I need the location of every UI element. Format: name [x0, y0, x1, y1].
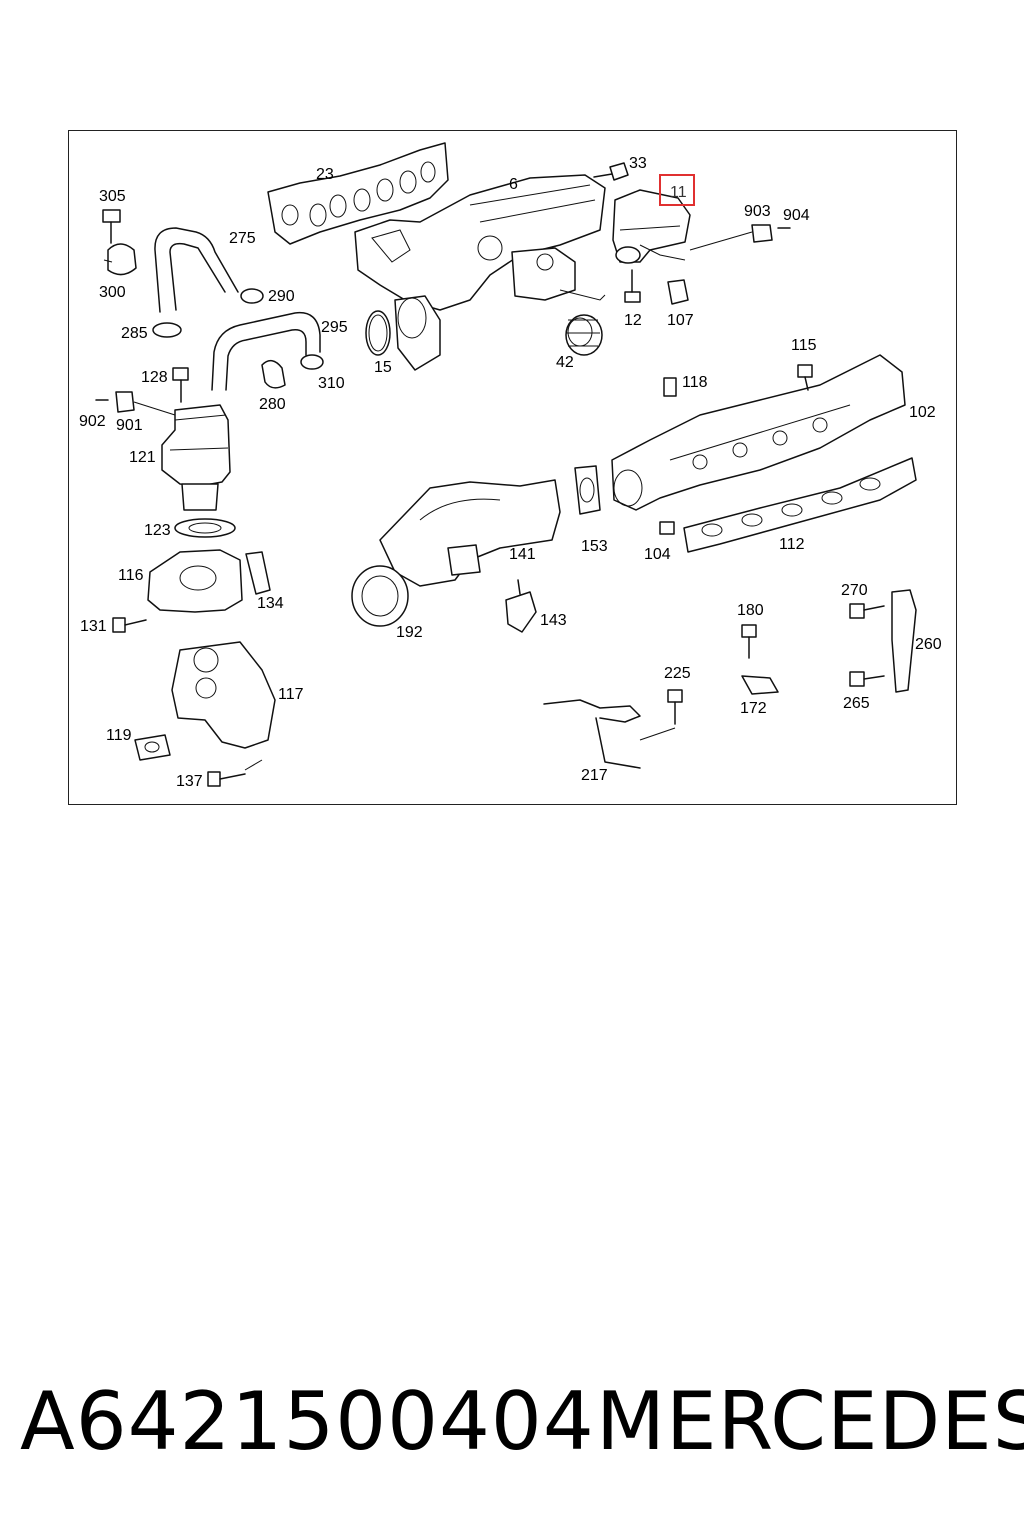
callout-131: 131	[80, 618, 107, 635]
callout-180: 180	[737, 602, 764, 619]
callout-128: 128	[141, 369, 168, 386]
part-290-clamp	[240, 288, 264, 304]
part-310-clamp	[300, 354, 324, 370]
part-143-sensor	[505, 579, 537, 633]
part-295-hose	[211, 311, 321, 391]
callout-141: 141	[509, 546, 536, 563]
callout-217: 217	[581, 767, 608, 784]
callout-275: 275	[229, 230, 256, 247]
callout-902: 902	[79, 413, 106, 430]
callout-270: 270	[841, 582, 868, 599]
part-305-bolt	[102, 209, 121, 244]
callout-123: 123	[144, 522, 171, 539]
callout-118: 118	[682, 374, 708, 391]
part-131-bolt	[112, 617, 147, 633]
callout-300: 300	[99, 284, 126, 301]
callout-137: 137	[176, 773, 203, 790]
highlight-label: 11	[670, 184, 687, 201]
callout-121: 121	[129, 449, 156, 466]
part-285-clamp	[152, 322, 182, 338]
callout-107: 107	[667, 312, 694, 329]
part-270-bolt	[849, 603, 885, 619]
callout-903: 903	[744, 203, 771, 220]
callout-310: 310	[318, 375, 345, 392]
callout-119: 119	[106, 727, 132, 744]
part-42-boot	[565, 314, 603, 356]
part-121-egr-valve	[161, 404, 231, 511]
part-23-gasket	[267, 142, 449, 245]
part-260-bracket	[891, 589, 917, 693]
callout-117: 117	[278, 686, 304, 703]
part-123-gasket	[174, 518, 236, 538]
part-192-gasket	[351, 565, 409, 627]
part-116-housing	[147, 549, 243, 613]
part-104-nut	[659, 521, 675, 535]
brand-name: MERCEDES	[596, 1375, 1024, 1468]
part-115-bolt	[797, 364, 813, 391]
callout-260: 260	[915, 636, 942, 653]
part-265-bolt	[849, 671, 885, 687]
part-6-manifold	[354, 174, 606, 371]
callout-192: 192	[396, 624, 423, 641]
callout-285: 285	[121, 325, 148, 342]
part-300-clamp	[103, 243, 137, 276]
part-15-oring	[365, 310, 391, 356]
callout-265: 265	[843, 695, 870, 712]
part-180-bolt	[741, 624, 757, 659]
part-119-gasket	[134, 734, 171, 761]
footer-caption: A6421500404 MERCEDES	[20, 1372, 1024, 1472]
callout-102: 102	[909, 404, 936, 421]
callout-305: 305	[99, 188, 126, 205]
part-225-bolt	[667, 689, 683, 725]
callout-42: 42	[556, 354, 574, 371]
part-112-gasket	[683, 457, 917, 553]
part-134-gasket	[245, 551, 271, 595]
part-901-connector	[95, 391, 176, 416]
part-102-manifold	[611, 354, 906, 511]
part-137-bolt	[207, 759, 263, 787]
callout-6: 6	[509, 176, 518, 193]
part-903-connector	[689, 224, 791, 251]
part-128-bolt	[172, 367, 189, 403]
callout-112: 112	[779, 536, 805, 553]
diagram-frame	[68, 130, 957, 805]
callout-33: 33	[629, 155, 647, 172]
callout-134: 134	[257, 595, 284, 612]
callout-153: 153	[581, 538, 608, 555]
part-12-bolt	[624, 269, 641, 303]
part-118-label	[663, 377, 677, 397]
callout-295: 295	[321, 319, 348, 336]
callout-280: 280	[259, 396, 286, 413]
part-280-bracket	[261, 359, 286, 389]
callout-23: 23	[316, 166, 334, 183]
part-number: A6421500404	[20, 1375, 595, 1468]
highlight-box	[659, 174, 695, 206]
callout-143: 143	[540, 612, 567, 629]
callout-290: 290	[268, 288, 295, 305]
part-117-housing	[171, 641, 276, 749]
callout-225: 225	[664, 665, 691, 682]
part-217-bracket	[543, 699, 676, 769]
part-172-bracket	[741, 675, 779, 695]
callout-115: 115	[791, 337, 817, 354]
part-275-hose	[154, 227, 239, 313]
callout-104: 104	[644, 546, 671, 563]
part-141-pipe	[379, 479, 561, 587]
callout-labels: 23 6 33 903 904 305 275 300 290 285 295 …	[79, 155, 942, 790]
callout-904: 904	[783, 207, 810, 224]
callout-12: 12	[624, 312, 642, 329]
highlight-callout-11[interactable]: 11	[659, 174, 695, 206]
callout-116: 116	[118, 567, 144, 584]
part-107-clip	[667, 279, 689, 305]
callout-901: 901	[116, 417, 143, 434]
callout-15: 15	[374, 359, 392, 376]
part-153-gasket	[574, 465, 601, 515]
callout-172: 172	[740, 700, 767, 717]
part-33-bolt	[593, 162, 629, 181]
